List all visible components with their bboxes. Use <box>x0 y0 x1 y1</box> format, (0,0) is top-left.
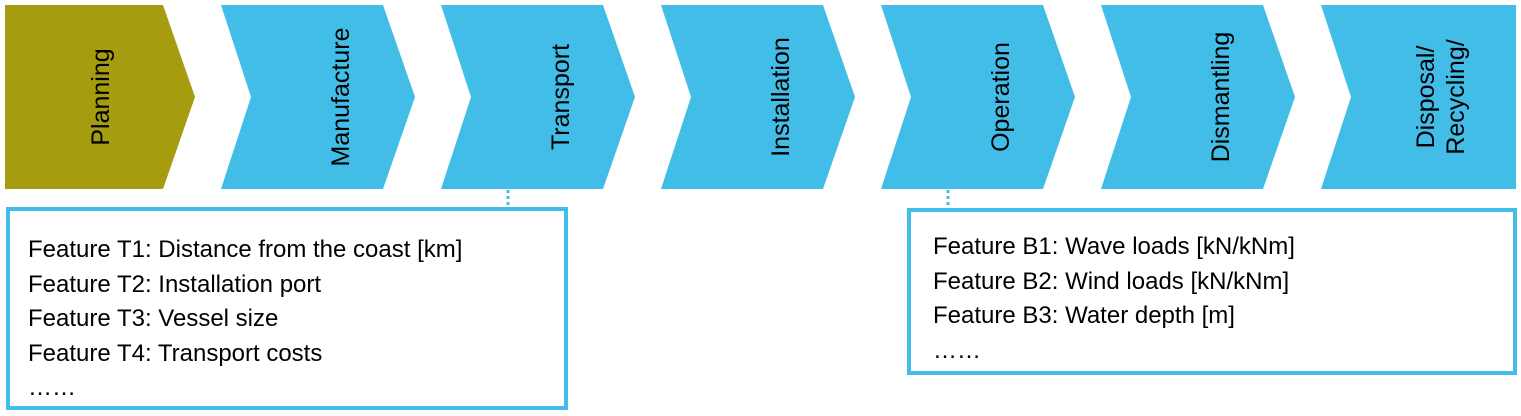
stages-layer: Planning Manufacture Transport Installation… <box>5 5 1516 189</box>
operation-feature-line: Feature B3: Water depth [m] <box>933 302 1235 329</box>
operation-feature-line: Feature B2: Wind loads [kN/kNm] <box>933 267 1290 295</box>
stage-label: Transport <box>547 44 575 150</box>
stage-chevron <box>221 5 415 189</box>
stage-chevron <box>661 5 855 189</box>
stage-chevron <box>1101 5 1295 189</box>
stage-label: Manufacture <box>327 28 355 167</box>
stage-label: Dismantling <box>1207 32 1235 163</box>
stage-label: Operation <box>987 42 1015 152</box>
stage-installation: Installation <box>661 5 855 189</box>
stage-disposal: Disposal/Recycling/ <box>1321 5 1516 189</box>
stage-dismantling: Dismantling <box>1101 5 1295 189</box>
operation-ellipsis: …… <box>933 336 981 364</box>
operation-feature-line: Feature B1: Wave loads [kN/kNm] <box>933 233 1295 260</box>
stage-chevron <box>1321 5 1516 189</box>
stage-manufacture: Manufacture <box>221 5 415 189</box>
stage-chevron <box>881 5 1075 189</box>
stage-transport: Transport <box>441 5 635 189</box>
stage-planning: Planning <box>5 5 195 189</box>
transport-feature-line: Feature T4: Transport costs <box>28 339 323 367</box>
operation-features-box: Feature B1: Wave loads [kN/kNm] Feature … <box>907 208 1517 375</box>
transport-feature-line: Feature T3: Vessel size <box>28 305 279 332</box>
stage-label: Disposal/Recycling/ <box>1412 39 1470 154</box>
stage-chevron <box>5 5 195 189</box>
stage-operation: Operation <box>881 5 1075 189</box>
transport-feature-line: Feature T2: Installation port <box>28 270 322 298</box>
transport-features-box: Feature T1: Distance from the coast [km]… <box>6 207 568 410</box>
stage-chevron <box>441 5 635 189</box>
transport-feature-line: Feature T1: Distance from the coast [km] <box>28 236 463 263</box>
stage-label: Installation <box>767 37 795 157</box>
transport-ellipsis: …… <box>28 374 76 401</box>
stage-label: Planning <box>87 48 115 145</box>
